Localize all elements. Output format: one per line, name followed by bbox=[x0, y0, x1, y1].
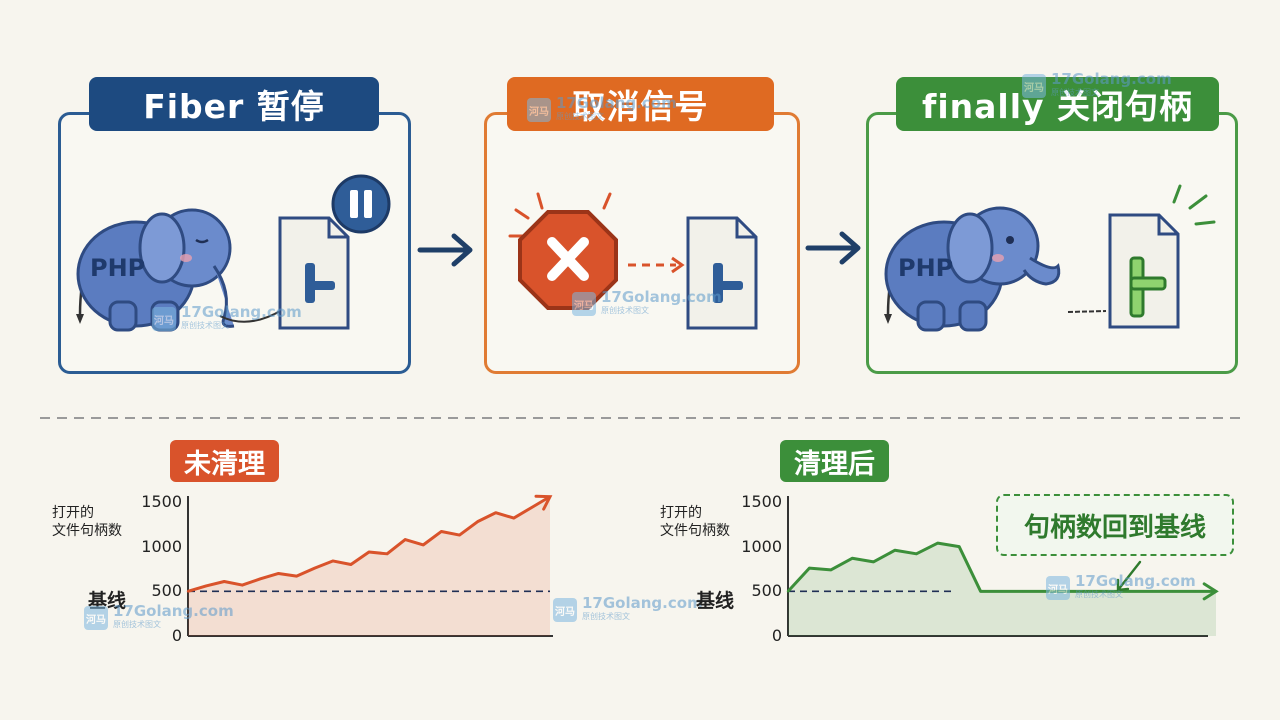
data-point bbox=[1043, 590, 1046, 593]
watermark-logo-icon: 河马 bbox=[152, 307, 176, 331]
data-point bbox=[476, 520, 479, 523]
file-handle-icon bbox=[278, 216, 350, 330]
data-point bbox=[829, 568, 832, 572]
data-point bbox=[1022, 590, 1025, 593]
arrow-right-icon bbox=[805, 231, 861, 265]
data-point bbox=[223, 580, 226, 583]
data-point bbox=[893, 549, 897, 552]
watermark-logo-icon: 河马 bbox=[553, 598, 577, 622]
data-point bbox=[1107, 590, 1111, 593]
cable-icon bbox=[219, 309, 283, 323]
data-point bbox=[936, 541, 939, 545]
file-handle-closed-icon bbox=[1108, 213, 1180, 329]
data-point bbox=[313, 566, 316, 570]
data-point bbox=[1000, 590, 1004, 593]
svg-text:PHP: PHP bbox=[898, 254, 953, 282]
watermark-logo-icon: 河马 bbox=[1022, 74, 1046, 98]
file-handle-icon bbox=[686, 216, 758, 330]
y-tick-label: 0 bbox=[171, 626, 182, 645]
data-point bbox=[295, 574, 298, 578]
data-point bbox=[385, 552, 389, 556]
data-point bbox=[851, 557, 854, 560]
arrow-right-icon bbox=[417, 233, 473, 267]
php-elephant-sleeping-icon: PHP bbox=[76, 208, 235, 332]
data-point bbox=[458, 533, 461, 537]
cable-icon bbox=[1067, 310, 1107, 313]
watermark-logo-icon: 河马 bbox=[572, 292, 596, 316]
pause-icon bbox=[331, 174, 391, 234]
data-point bbox=[367, 550, 371, 554]
data-point bbox=[241, 583, 244, 587]
data-point bbox=[979, 590, 982, 593]
svg-text:PHP: PHP bbox=[90, 254, 145, 282]
data-point bbox=[872, 560, 875, 564]
data-point bbox=[958, 545, 961, 548]
data-point bbox=[808, 566, 811, 570]
watermark-logo-icon: 河马 bbox=[84, 606, 108, 630]
section-divider bbox=[40, 417, 1240, 419]
data-point bbox=[494, 511, 497, 514]
panel-title-finally-close: finally 关闭句柄 bbox=[896, 77, 1219, 131]
chart-uncleaned bbox=[186, 494, 553, 637]
data-point bbox=[186, 590, 190, 593]
php-elephant-awake-icon: PHP bbox=[884, 206, 1061, 332]
y-axis-title: 打开的 文件句柄数 bbox=[52, 505, 122, 539]
area-fill bbox=[788, 543, 1216, 636]
chart-tag-cleaned: 清理后 bbox=[780, 440, 889, 482]
y-tick-label: 1000 bbox=[141, 536, 182, 556]
data-point bbox=[1193, 590, 1196, 593]
data-point bbox=[440, 530, 443, 533]
y-tick-label: 1500 bbox=[741, 492, 782, 511]
callout-baseline-restored: 句柄数回到基线 bbox=[996, 494, 1234, 556]
chart-cleaned bbox=[786, 496, 1219, 637]
panel-title-fiber-pause: Fiber 暂停 bbox=[89, 77, 379, 131]
data-point bbox=[277, 572, 280, 575]
data-point bbox=[1214, 590, 1218, 593]
y-tick-label: 500 bbox=[151, 581, 182, 601]
data-point bbox=[548, 495, 552, 498]
data-point bbox=[915, 552, 918, 556]
data-point bbox=[259, 577, 262, 581]
y-tick-label: 1500 bbox=[141, 492, 182, 511]
panel-title-cancel-signal: 取消信号 bbox=[507, 77, 774, 131]
watermark-logo-icon: 河马 bbox=[527, 98, 551, 122]
data-point bbox=[404, 538, 407, 541]
data-point bbox=[204, 584, 208, 588]
data-point bbox=[331, 559, 334, 563]
dashed-arrow-icon bbox=[628, 256, 685, 274]
baseline-label: 基线 bbox=[696, 590, 735, 612]
watermark-logo-icon: 河马 bbox=[1046, 576, 1070, 600]
chart-tag-uncleaned: 未清理 bbox=[170, 440, 279, 482]
data-point bbox=[422, 543, 425, 547]
data-point bbox=[530, 506, 534, 509]
callout-arrow-icon bbox=[1116, 560, 1142, 592]
data-point bbox=[1150, 590, 1153, 593]
y-tick-label: 1000 bbox=[741, 536, 782, 556]
data-point bbox=[512, 516, 515, 520]
data-point bbox=[1172, 590, 1175, 593]
data-point bbox=[349, 563, 353, 566]
data-point bbox=[786, 590, 790, 593]
data-point bbox=[1129, 590, 1132, 593]
sparkle-icon bbox=[1172, 184, 1216, 226]
y-axis-title: 打开的 文件句柄数 bbox=[660, 505, 730, 539]
area-fill bbox=[188, 496, 550, 636]
y-tick-label: 500 bbox=[751, 581, 782, 601]
y-tick-label: 0 bbox=[771, 626, 782, 645]
data-point bbox=[1086, 590, 1089, 593]
